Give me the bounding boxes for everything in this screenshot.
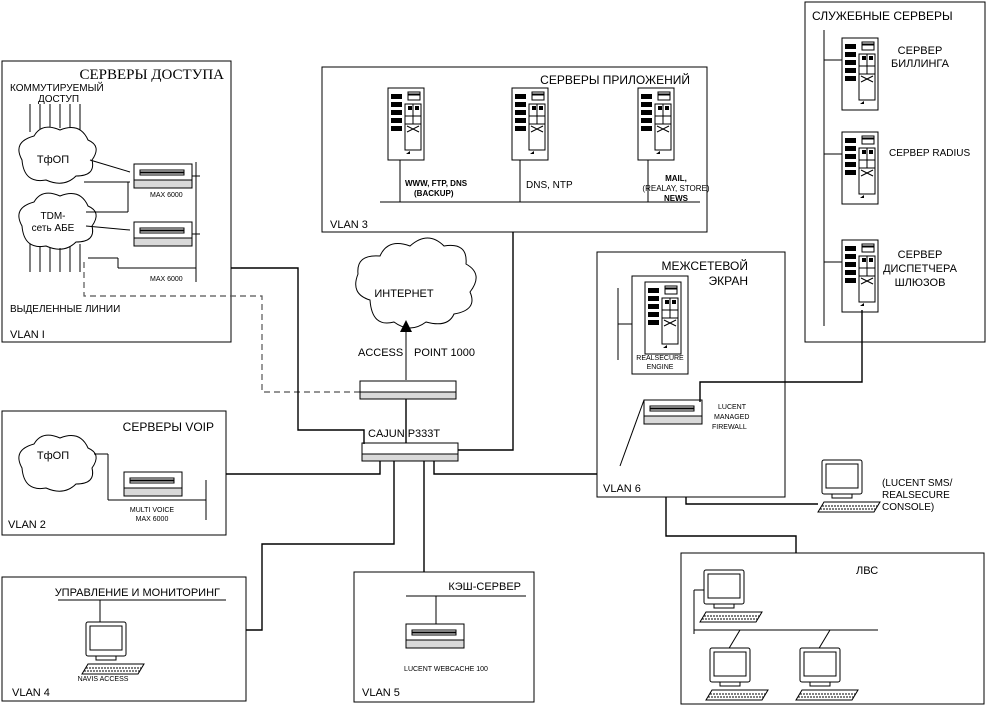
service-servers-title: СЛУЖЕБНЫЕ СЕРВЕРЫ [812,9,953,23]
leased-lines-label: ВЫДЕЛЕННЫЕ ЛИНИИ [10,304,120,315]
access-servers-group: СЕРВЕРЫ ДОСТУПА КОММУТИРУЕМЫЙ ДОСТУП ТфО… [1,60,360,393]
firewall-title-2: ЭКРАН [709,274,749,288]
service-servers-frame [804,1,986,343]
mail-server-label: MAIL, [665,174,687,183]
console-group: (LUCENT SMS/ REALSECURE CONSOLE) [817,459,953,513]
app-servers-group: СЕРВЕРЫ ПРИЛОЖЕНИЙ WWW, FTP, DNS (BACKUP… [321,66,710,233]
max6000-bottom-label: MAX 6000 [150,276,183,283]
webcache-label: LUCENT WEBCACHE 100 [404,666,488,673]
radius-server-icon [841,131,879,205]
vlan4-frame [1,576,247,702]
access-point-right-label: POINT 1000 [414,347,475,359]
internet-label: ИНТЕРНЕТ [374,288,434,300]
access-servers-title: СЕРВЕРЫ ДОСТУПА [79,67,224,83]
navis-access-workstation-icon [81,621,145,675]
realsecure-engine-icon [644,281,682,355]
console-label: (LUCENT SMS/ [882,478,953,489]
realsecure-label: REALSECURE [636,355,684,362]
multivoice-label-2: MAX 6000 [136,516,169,523]
leased-dashed-link [83,262,360,393]
network-links [226,232,863,631]
vlan4-label: VLAN 4 [12,687,50,699]
voip-pstn-label: ТфОП [37,450,69,462]
multivoice-max6000-icon [123,471,183,497]
cache-title: КЭШ-СЕРВЕР [448,581,521,593]
tdm-lines [29,244,81,272]
internet-cloud-icon [355,237,477,329]
max6000-top-icon [133,163,193,189]
max6000-bottom-icon [133,221,193,247]
core-switch-group: CAJUN P333T [361,428,459,462]
cache-group: КЭШ-СЕРВЕР LUCENT WEBCACHE 100 VLAN 5 [353,571,535,703]
voip-group: СЕРВЕРЫ VOIP ТфОП MULTI VOICE MAX 6000 V… [1,410,227,536]
uplink-arrow-icon [400,320,412,332]
lan-title: ЛВС [856,565,878,577]
gateway-dispatcher-server-icon [841,239,879,313]
lan-workstation-1-icon [699,569,763,623]
console-label-3: CONSOLE) [882,502,934,513]
dialup-label-2: ДОСТУП [38,94,79,105]
management-group: УПРАВЛЕНИЕ И МОНИТОРИНГ NAVIS ACCESS VLA… [1,576,247,702]
pstn-cloud-icon [18,126,97,184]
console-workstation-icon [817,459,881,513]
vlan1-frame [1,60,232,343]
managed-firewall-label-2: MANAGED [714,414,749,421]
billing-server-icon [841,37,879,111]
lan-workstation-2-icon [705,647,769,701]
vlan3-frame [321,66,708,233]
dns-ntp-server-icon [511,87,549,161]
internet-group: ИНТЕРНЕТ ACCESS POINT 1000 [355,237,477,400]
tdm-label-2: сеть АБЕ [32,223,75,234]
vlan5-label: VLAN 5 [362,687,400,699]
dns-ntp-label: DNS, NTP [526,180,573,191]
webcache-device-icon [405,623,465,649]
access-point-left-label: ACCESS [358,347,403,359]
console-label-2: REALSECURE [882,490,950,501]
max6000-top-label: MAX 6000 [150,192,183,199]
mail-server-icon [637,87,675,161]
lucent-managed-firewall-icon [643,399,703,425]
dialup-label: КОММУТИРУЕМЫЙ [10,81,104,94]
navis-access-label: NAVIS ACCESS [78,676,129,683]
service-servers-group: СЛУЖЕБНЫЕ СЕРВЕРЫ СЕРВЕР БИЛЛИНГА СЕРВЕР… [804,1,986,343]
vlan5-frame [353,571,535,703]
radius-server-label: СЕРВЕР RADIUS [889,148,970,159]
dialup-lines [29,104,81,132]
voip-pstn-cloud-icon [18,434,97,492]
mail-server-label-3: NEWS [664,194,689,203]
vlan6-frame [596,251,786,498]
lan-workstation-3-icon [795,647,859,701]
vlan6-label: VLAN 6 [603,483,641,495]
management-title: УПРАВЛЕНИЕ И МОНИТОРИНГ [55,587,220,599]
realsecure-frame [631,275,689,375]
firewall-group: МЕЖСЕТЕВОЙ ЭКРАН REALSECURE ENGINE LUCEN… [596,251,786,498]
app-servers-title: СЕРВЕРЫ ПРИЛОЖЕНИЙ [540,72,690,87]
core-switch-label: CAJUN P333T [368,428,440,440]
vlan3-label: VLAN 3 [330,219,368,231]
firewall-title: МЕЖСЕТЕВОЙ [661,258,748,273]
realsecure-label-2: ENGINE [647,364,674,371]
tdm-cloud-icon [18,192,97,250]
pstn-label: ТфОП [37,154,69,166]
gateway-server-label-2: ДИСПЕТЧЕРА [883,263,958,275]
managed-firewall-label: LUCENT [718,404,747,411]
multivoice-label: MULTI VOICE [130,507,175,514]
managed-firewall-label-3: FIREWALL [712,424,747,431]
lan-frame [680,552,985,705]
voip-title: СЕРВЕРЫ VOIP [123,420,214,434]
gateway-server-label-3: ШЛЮЗОВ [895,277,946,289]
gateway-server-label: СЕРВЕР [898,249,943,261]
www-server-label: WWW, FTP, DNS [405,179,468,188]
vlan2-frame [1,410,227,536]
tdm-label: TDM- [41,211,66,222]
vlan1-label: VLAN I [10,329,45,341]
lan-group: ЛВС [680,552,985,705]
billing-server-label-2: БИЛЛИНГА [891,58,950,70]
billing-server-label: СЕРВЕР [898,45,943,57]
vlan2-label: VLAN 2 [8,519,46,531]
mail-server-label-2: (REALAY, STORE) [642,184,709,193]
www-server-icon [387,87,425,161]
www-server-label-2: (BACKUP) [414,189,454,198]
